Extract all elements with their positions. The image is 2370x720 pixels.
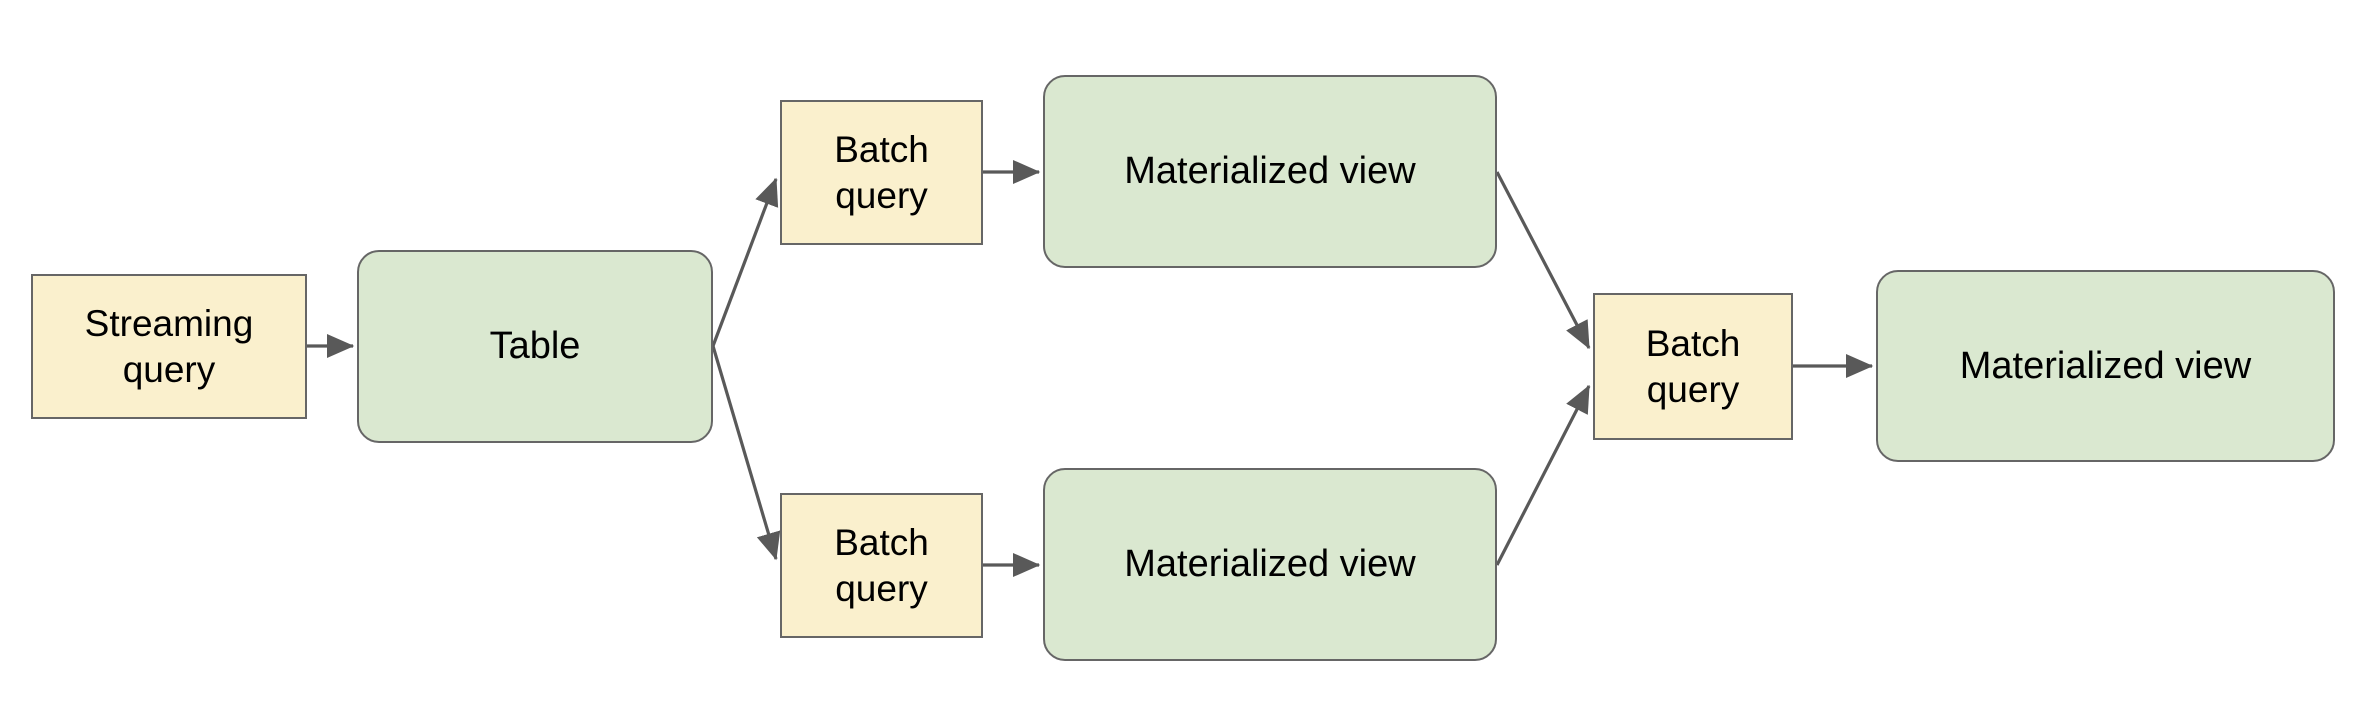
node-table-label: Table [489,325,581,368]
node-batch-query-join[interactable]: Batch query [1593,293,1793,440]
edge-table-to-batch-bottom [711,345,781,561]
node-batch-query-top-label: Batch query [834,129,929,216]
node-batch-query-bottom-label: Batch query [834,522,929,609]
edge-mv-bottom-to-batch-join [1495,384,1591,566]
node-streaming-query[interactable]: Streaming query [31,274,307,419]
node-materialized-view-final-label: Materialized view [1959,344,2252,387]
node-materialized-view-top-label: Materialized view [1124,150,1416,193]
node-streaming-query-label: Streaming query [84,303,254,390]
node-batch-query-join-label: Batch query [1645,323,1741,410]
node-batch-query-top[interactable]: Batch query [780,100,983,245]
edge-mv-top-to-batch-join [1495,171,1591,350]
edge-table-to-batch-top [711,177,779,347]
node-materialized-view-bottom-label: Materialized view [1124,543,1416,586]
node-materialized-view-final[interactable]: Materialized view [1876,270,2335,462]
node-materialized-view-top[interactable]: Materialized view [1043,75,1497,268]
node-batch-query-bottom[interactable]: Batch query [780,493,983,638]
node-materialized-view-bottom[interactable]: Materialized view [1043,468,1497,661]
node-table[interactable]: Table [357,250,713,443]
